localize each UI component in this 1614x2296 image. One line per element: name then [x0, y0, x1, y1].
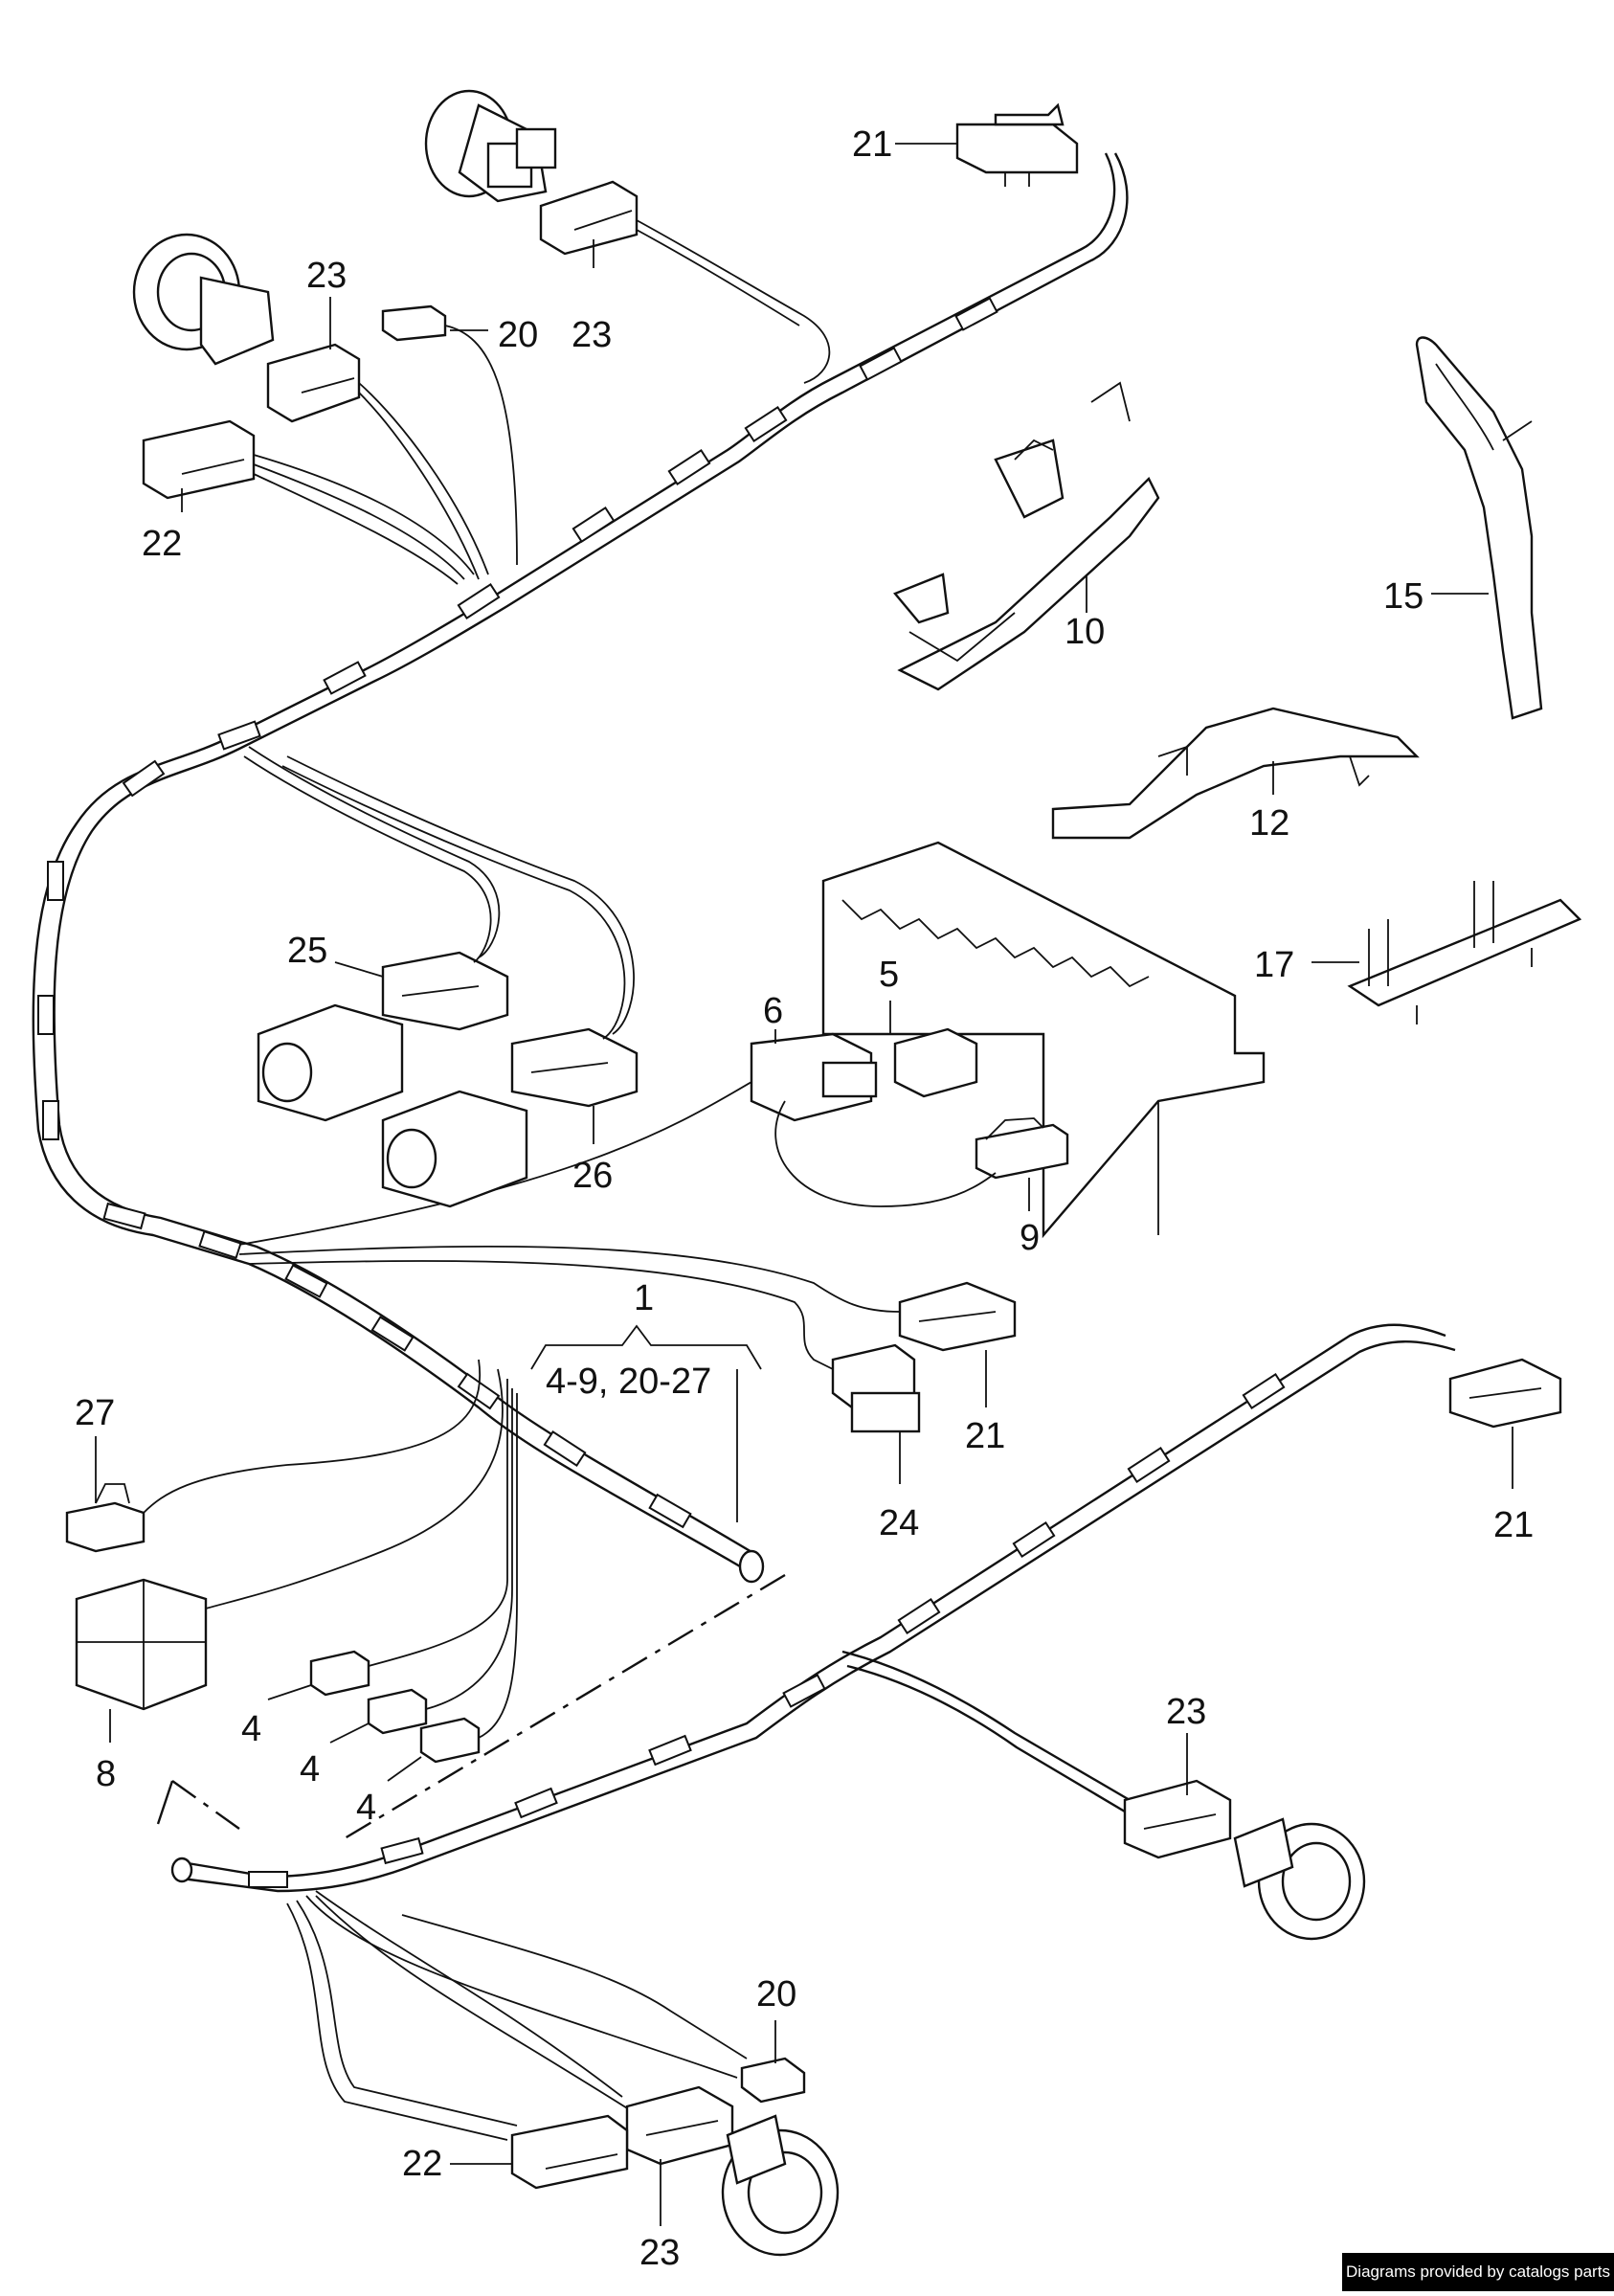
- callout-26: 26: [572, 1156, 613, 1196]
- relay-right: [381, 1090, 528, 1208]
- callout-21-top: 21: [852, 124, 892, 165]
- callout-20-top: 20: [498, 315, 538, 355]
- connector-27: [65, 1483, 146, 1553]
- break-line-lower: [171, 1780, 240, 1830]
- callout-21-right: 21: [1493, 1505, 1534, 1545]
- connector-23-top-right: [539, 180, 831, 384]
- leader-lines: [95, 143, 1513, 2226]
- callout-6: 6: [763, 991, 783, 1031]
- callout-1: 1: [634, 1278, 654, 1318]
- callout-5: 5: [879, 955, 899, 995]
- callout-15: 15: [1383, 576, 1423, 617]
- connector-21-top: [955, 102, 1079, 187]
- bracket-12: [1051, 707, 1420, 840]
- lamp-socket-left: [132, 233, 275, 366]
- connector-22-bottom: [510, 2114, 629, 2190]
- bracket-10: [893, 381, 1160, 691]
- callout-22-top: 22: [142, 524, 182, 564]
- callout-20-bottom: 20: [756, 1974, 796, 2015]
- callout-4c: 4: [356, 1788, 376, 1828]
- connector-21-middle: [898, 1281, 1017, 1352]
- connector-23-lower-right: [1123, 1779, 1232, 1859]
- credit-banner: Diagrams provided by catalogs parts: [1342, 2253, 1614, 2291]
- connector-23-bottom: [625, 2085, 734, 2166]
- callout-22-bottom: 22: [402, 2144, 442, 2184]
- connector-4c: [419, 1717, 481, 1764]
- connector-6: [750, 1032, 878, 1122]
- lower-harness: [170, 1323, 1456, 2141]
- connector-4b: [367, 1688, 428, 1735]
- main-harness: [32, 152, 1129, 1584]
- callout-23-bottom: 23: [639, 2233, 680, 2273]
- connector-4a: [309, 1650, 370, 1697]
- connector-24: [831, 1343, 921, 1433]
- relay-left: [257, 1003, 404, 1122]
- lamp-socket-lower-right: [1233, 1817, 1366, 1941]
- lamp-socket-bottom: [721, 2114, 840, 2257]
- wires-left-connectors: [143, 1359, 518, 1739]
- connector-21-right: [1448, 1358, 1562, 1429]
- callout-4b: 4: [300, 1749, 320, 1790]
- callout-23-top-left: 23: [306, 256, 347, 296]
- wire-connector-6: [238, 1081, 752, 1246]
- callout-23-top-right: 23: [572, 315, 612, 355]
- callout-25: 25: [287, 931, 327, 971]
- callout-12: 12: [1249, 803, 1289, 844]
- harness-tape-segments: [37, 297, 998, 1529]
- wire-24: [248, 1260, 834, 1370]
- connector-23-top-left: [266, 343, 361, 423]
- break-line-upper: [344, 1573, 786, 1840]
- relay-carrier: [821, 841, 1266, 1239]
- wire-21-middle: [238, 1245, 901, 1313]
- callout-1-range: 4-9, 20-27: [546, 1362, 711, 1402]
- callout-24: 24: [879, 1503, 919, 1543]
- strap-15: [1415, 336, 1543, 720]
- callout-10: 10: [1065, 612, 1105, 652]
- callout-21-middle: 21: [965, 1416, 1005, 1456]
- connector-22-top: [142, 419, 256, 500]
- callout-8: 8: [96, 1754, 116, 1794]
- top-branch-wires: [253, 325, 518, 585]
- connector-20-top: [381, 304, 447, 342]
- clip-17: [1347, 881, 1582, 1024]
- wires-25-26: [243, 746, 635, 1040]
- connector-5: [893, 1027, 978, 1098]
- callout-27: 27: [75, 1393, 115, 1433]
- connector-8: [75, 1578, 208, 1711]
- wire-connector-9: [774, 1100, 997, 1207]
- callout-4a: 4: [241, 1709, 261, 1749]
- connector-20-bottom: [740, 2057, 806, 2104]
- callout-labels: 21 23 23 20 22 10 15 12 17 5 6 9 25 26 1…: [75, 124, 1534, 2273]
- connector-9: [975, 1117, 1069, 1180]
- callout-23-lower-right: 23: [1166, 1692, 1206, 1732]
- connector-25: [381, 951, 509, 1031]
- callout-17: 17: [1254, 945, 1294, 985]
- lamp-socket-top: [424, 89, 557, 203]
- callout-9: 9: [1020, 1218, 1040, 1258]
- connector-26: [510, 1027, 639, 1108]
